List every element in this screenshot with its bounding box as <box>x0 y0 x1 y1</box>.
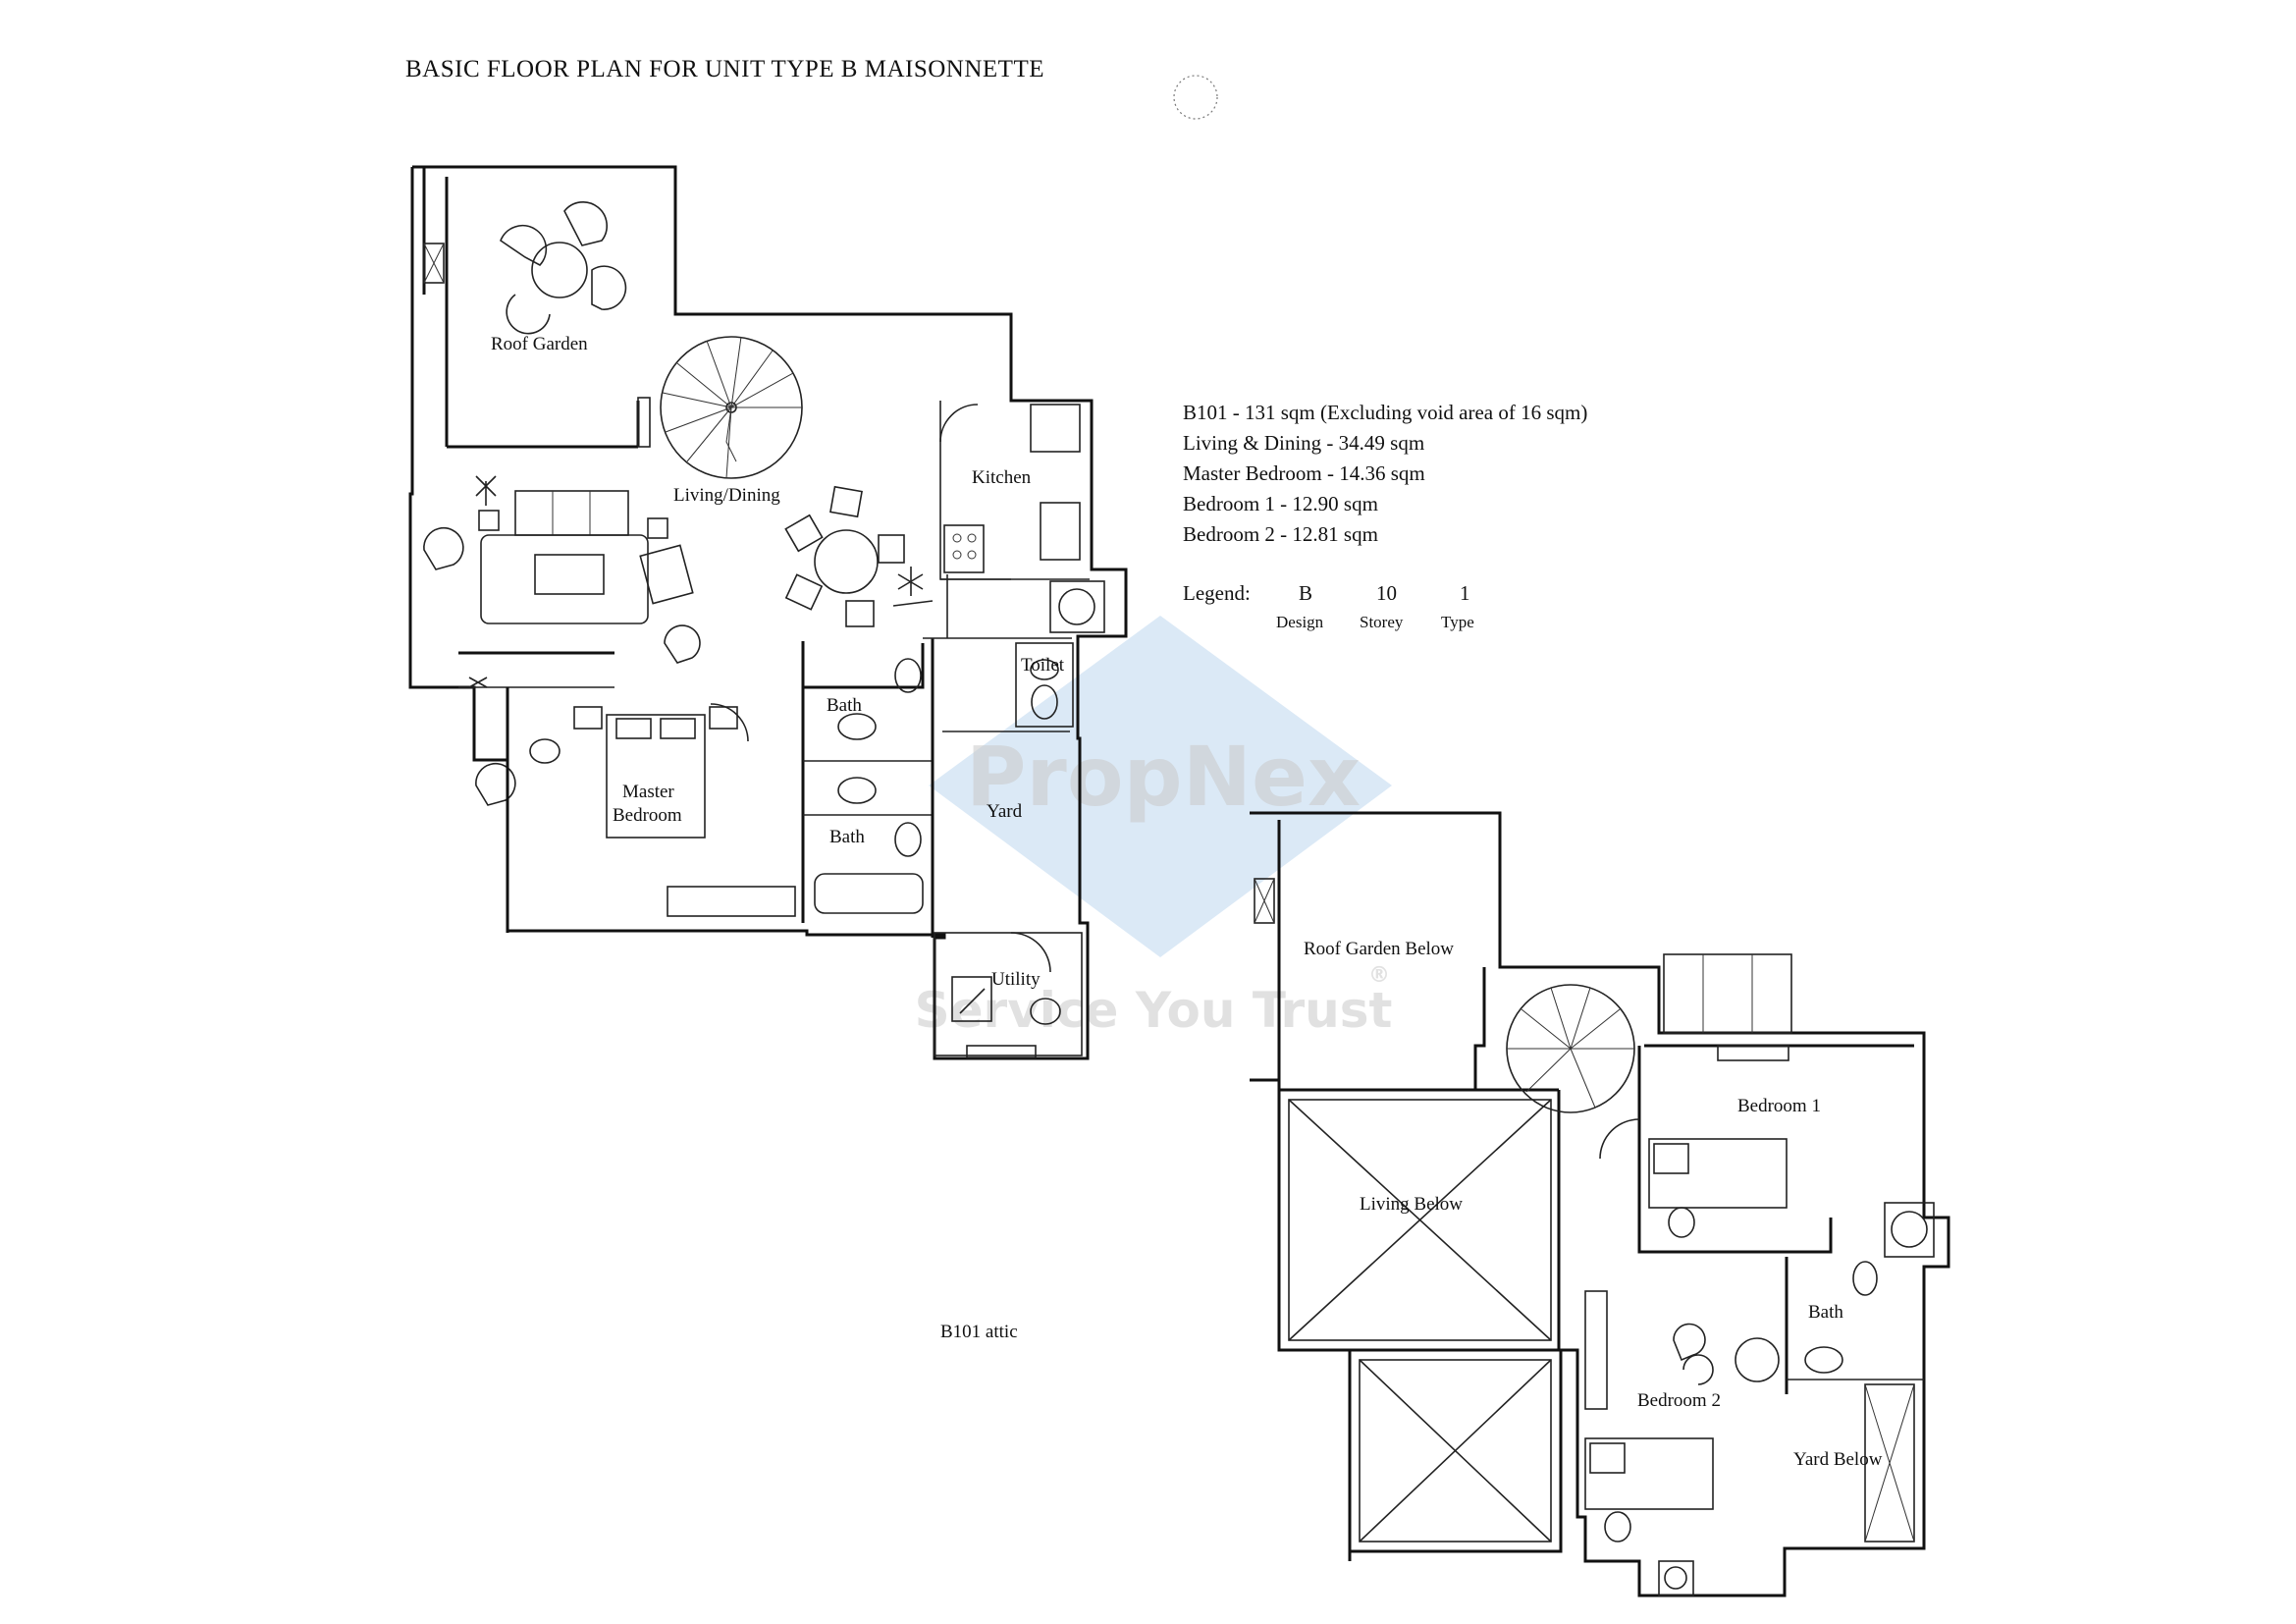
bath-1-label: Bath <box>827 695 862 716</box>
upper-bath-label: Bath <box>1808 1302 1843 1323</box>
propnex-watermark: PropNex ® Service You Trust <box>915 616 1393 1039</box>
side-chair-icon <box>423 527 701 806</box>
bedroom-2-bed <box>1584 1437 1714 1510</box>
upper-spiral-staircase <box>1506 984 1635 1113</box>
legend: Legend: B 10 1 Design Storey Type <box>1183 581 1474 631</box>
dining-table-set <box>784 485 905 627</box>
area-schedule: B101 - 131 sqm (Excluding void area of 1… <box>1183 401 1587 546</box>
legend-label: Legend: <box>1183 581 1251 605</box>
bedroom-1-label: Bedroom 1 <box>1737 1096 1821 1116</box>
watermark-registered: ® <box>1368 963 1390 988</box>
kitchen-door-swing <box>939 404 979 443</box>
master-bed <box>606 714 706 839</box>
plant-icon <box>468 475 934 688</box>
spiral-staircase <box>660 336 803 479</box>
living-dining-label: Living/Dining <box>673 485 780 506</box>
legend-code-type: 1 <box>1460 581 1470 605</box>
roof-garden-below-label: Roof Garden Below <box>1304 939 1454 959</box>
living-below-label: Living Below <box>1360 1194 1463 1215</box>
stamp-mark-icon <box>1173 75 1218 120</box>
watermark-brand: PropNex <box>966 729 1361 825</box>
upper-floor-plan <box>1250 811 1950 1597</box>
area-line: Bedroom 1 - 12.90 sqm <box>1183 492 1378 515</box>
area-line: Living & Dining - 34.49 sqm <box>1183 431 1424 455</box>
master-bedroom-label-line1: Master <box>622 782 674 802</box>
toilet-label: Toilet <box>1021 655 1065 676</box>
attic-caption: B101 attic <box>940 1322 1018 1342</box>
legend-caption-design: Design <box>1276 613 1324 631</box>
bedroom-1-bed <box>1648 1138 1788 1209</box>
yard-label: Yard <box>987 801 1023 822</box>
bedroom-2-label: Bedroom 2 <box>1637 1390 1721 1411</box>
legend-code-design: B <box>1299 581 1312 605</box>
master-bedroom-label-line2: Bedroom <box>613 805 682 826</box>
area-line: Master Bedroom - 14.36 sqm <box>1183 461 1425 485</box>
area-line: Bedroom 2 - 12.81 sqm <box>1183 522 1378 546</box>
bath-2-label: Bath <box>829 827 865 847</box>
lower-floor-plan <box>408 165 1128 1060</box>
living-sofa-set <box>478 490 694 624</box>
watermark-tagline: Service You Trust <box>915 982 1393 1039</box>
page-title: BASIC FLOOR PLAN FOR UNIT TYPE B MAISONN… <box>405 56 1044 82</box>
roof-garden-label: Roof Garden <box>491 334 588 354</box>
utility-label: Utility <box>991 969 1041 990</box>
roof-garden-table-set <box>500 201 627 335</box>
watermark-diamond-icon <box>929 616 1392 957</box>
legend-code-storey: 10 <box>1376 581 1397 605</box>
kitchen-label: Kitchen <box>972 467 1032 488</box>
legend-caption-type: Type <box>1441 613 1474 631</box>
area-line: B101 - 131 sqm (Excluding void area of 1… <box>1183 401 1587 424</box>
legend-caption-storey: Storey <box>1360 613 1404 631</box>
yard-below-label: Yard Below <box>1793 1449 1883 1470</box>
